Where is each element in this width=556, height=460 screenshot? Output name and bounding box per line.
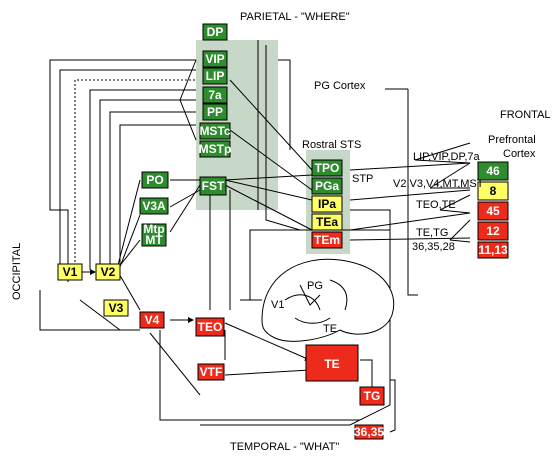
brain-pg-label: PG — [307, 280, 323, 292]
brain-sketch: PG V1 TE — [262, 259, 394, 341]
svg-text:V2: V2 — [101, 265, 116, 279]
brain-te-label: TE — [323, 323, 337, 335]
prefrontal-heading-line2: Cortex — [503, 148, 536, 160]
svg-text:45: 45 — [486, 204, 500, 218]
conn-label-v2-mst: V2,V3,V4,MT,MST — [393, 178, 484, 190]
svg-text:TEa: TEa — [316, 215, 338, 229]
area-11-13: 11,13 — [478, 242, 508, 258]
area-v3a: V3A — [140, 198, 168, 214]
area-v3: V3 — [104, 300, 128, 316]
svg-text:46: 46 — [486, 164, 500, 178]
svg-text:36,35: 36,35 — [354, 425, 384, 439]
area-vip: VIP — [203, 51, 227, 67]
area-v4: V4 — [140, 312, 164, 328]
area-lip: LIP — [203, 68, 227, 84]
conn-label-lip-vip: LIP,VIP,DP,7a — [413, 151, 481, 163]
svg-text:11,13: 11,13 — [478, 243, 508, 257]
svg-text:8: 8 — [490, 184, 497, 198]
area-pp: PP — [203, 104, 227, 120]
svg-text:V1: V1 — [63, 265, 78, 279]
conn-label-te-tg: TE,TG — [416, 227, 448, 239]
area-v1: V1 — [58, 264, 82, 280]
occipital-heading: OCCIPITAL — [11, 243, 23, 300]
svg-text:V4: V4 — [145, 313, 160, 327]
brain-v1-label: V1 — [271, 299, 284, 311]
area-mstp: MSTp — [199, 141, 232, 157]
area-mstc: MSTc — [199, 123, 230, 139]
svg-text:VTF: VTF — [200, 365, 223, 379]
svg-text:TEm: TEm — [314, 233, 340, 247]
conn-label-teo-te: TEO,TE — [416, 199, 456, 211]
area-mtp-mt: Mtp MT — [142, 222, 166, 247]
area-ipa: IPa — [312, 196, 342, 212]
prefrontal-heading-line1: Prefrontal — [488, 134, 536, 146]
svg-text:PGa: PGa — [315, 179, 339, 193]
area-fst: FST — [200, 177, 226, 195]
svg-text:V3: V3 — [109, 301, 124, 315]
area-45: 45 — [478, 202, 508, 220]
svg-text:TEO: TEO — [198, 320, 223, 334]
svg-text:MSTp: MSTp — [199, 142, 232, 156]
frontal-heading: FRONTAL — [500, 109, 551, 121]
svg-text:PO: PO — [146, 173, 163, 187]
pg-cortex-label: PG Cortex — [314, 80, 366, 92]
svg-text:LIP: LIP — [206, 69, 225, 83]
svg-text:PP: PP — [207, 105, 223, 119]
temporal-heading: TEMPORAL - "WHAT" — [230, 441, 339, 453]
svg-text:12: 12 — [486, 224, 500, 238]
area-te: TE — [306, 345, 358, 381]
svg-text:MT: MT — [145, 233, 163, 247]
parietal-heading: PARIETAL - "WHERE" — [240, 11, 350, 23]
svg-text:TPO: TPO — [315, 161, 340, 175]
svg-text:DP: DP — [207, 25, 224, 39]
svg-text:FST: FST — [202, 179, 225, 193]
svg-text:IPa: IPa — [318, 197, 336, 211]
svg-text:MSTc: MSTc — [199, 124, 230, 138]
area-36-35: 36,35 — [354, 425, 384, 439]
area-tpo: TPO — [312, 160, 342, 176]
area-dp: DP — [203, 24, 227, 40]
area-12: 12 — [478, 222, 508, 240]
svg-text:V3A: V3A — [142, 199, 166, 213]
rostral-sts-label: Rostral STS — [302, 139, 361, 151]
svg-text:TG: TG — [364, 389, 381, 403]
area-po: PO — [142, 172, 168, 188]
area-7a: 7a — [203, 87, 227, 103]
conn-label-36-35-28: 36,35,28 — [412, 241, 455, 253]
svg-text:7a: 7a — [208, 88, 222, 102]
area-tea: TEa — [312, 214, 342, 230]
area-v2: V2 — [96, 264, 120, 280]
svg-text:TE: TE — [324, 357, 339, 371]
area-pga: PGa — [312, 178, 342, 194]
area-tg: TG — [360, 387, 384, 405]
area-teo: TEO — [196, 318, 224, 336]
stp-label: STP — [352, 173, 373, 185]
area-tem: TEm — [312, 232, 342, 248]
svg-text:VIP: VIP — [205, 52, 224, 66]
area-vtf: VTF — [198, 364, 224, 380]
